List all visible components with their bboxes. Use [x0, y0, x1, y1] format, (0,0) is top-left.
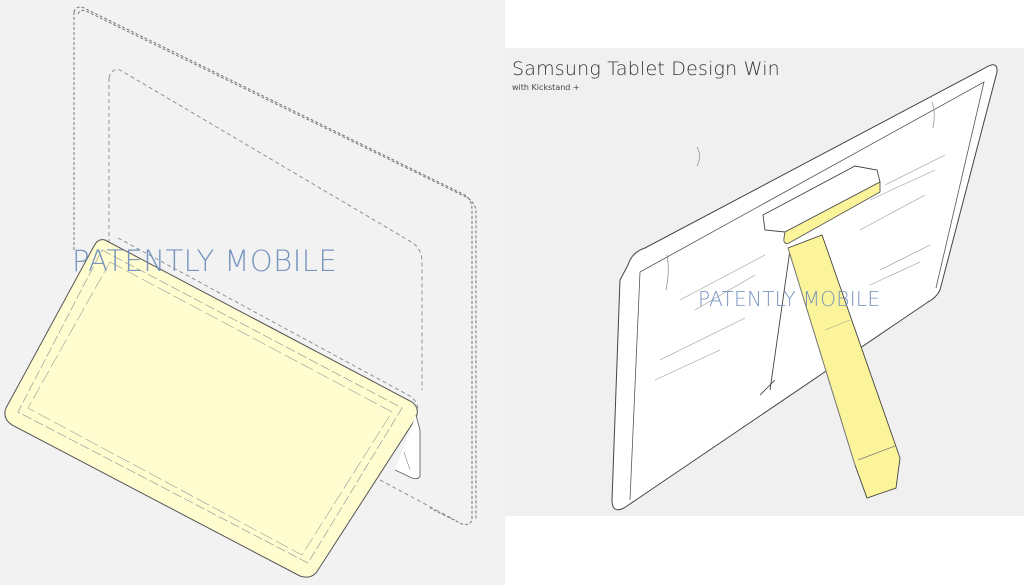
left-dashed-display-outline [73, 6, 477, 525]
watermark-right: PATENTLY MOBILE [698, 287, 881, 311]
left-dashed-inner-outline [108, 69, 456, 521]
figure-subtitle: with Kickstand + [512, 83, 580, 92]
top-white-area [505, 0, 1024, 48]
bottom-white-area [505, 516, 1024, 585]
figure-title: Samsung Tablet Design Win [512, 58, 780, 80]
left-tablet [4, 239, 421, 578]
watermark-left: PATENTLY MOBILE [72, 244, 338, 278]
right-tablet [611, 64, 998, 511]
